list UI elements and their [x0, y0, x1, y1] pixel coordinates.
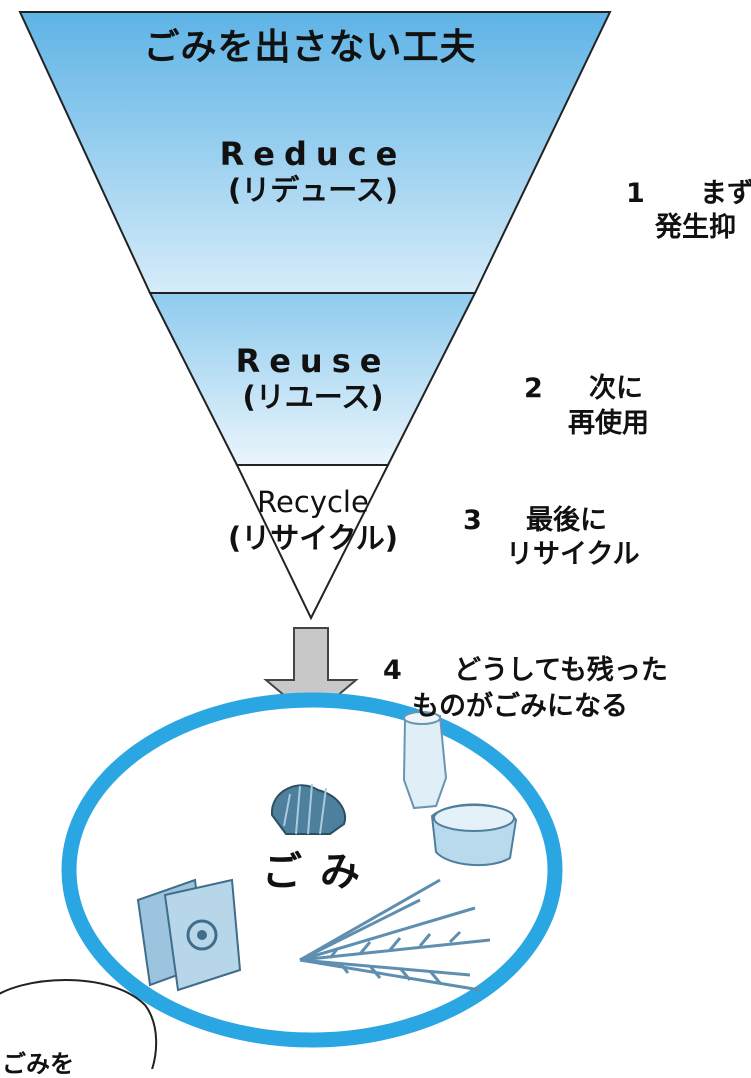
step-4-line2: ものがごみになる: [412, 691, 628, 722]
reuse-japanese-label: (リユース): [242, 380, 384, 414]
speech-bubble-text: ごみを: [2, 1050, 74, 1078]
reduce-label: Reduce: [219, 135, 407, 173]
garbage-label: ごみ: [262, 849, 378, 895]
step-1-line2: 発生抑: [655, 212, 736, 243]
diagram-title: ごみを出さない工夫: [143, 27, 477, 68]
step-2-line2: 再使用: [568, 408, 649, 439]
paper-bag-icon: [136, 878, 242, 992]
can-icon: [430, 803, 518, 867]
bottle-icon: [402, 711, 448, 810]
step-3-line1: 最後に: [526, 505, 607, 536]
step-2-number: 2: [524, 373, 543, 404]
grass-clippings-icon: [299, 878, 491, 992]
step-3-line2: リサイクル: [506, 539, 640, 570]
step-2-line1: 次に: [589, 373, 643, 404]
reduce-japanese-label: (リデュース): [227, 173, 399, 207]
speech-bubble: [0, 979, 158, 1069]
recycle-japanese-label: (リサイクル): [227, 521, 399, 555]
shell-icon: [270, 783, 346, 835]
step-3-number: 3: [463, 505, 482, 536]
recycle-section: [235, 464, 390, 621]
recycle-label: Recycle: [257, 485, 369, 519]
step-4-number: 4: [383, 655, 402, 686]
reuse-label: Reuse: [235, 342, 391, 380]
step-1-number: 1: [626, 178, 645, 209]
step-4-line1: どうしても残った: [454, 655, 668, 686]
step-1-line1: まず: [700, 178, 751, 209]
